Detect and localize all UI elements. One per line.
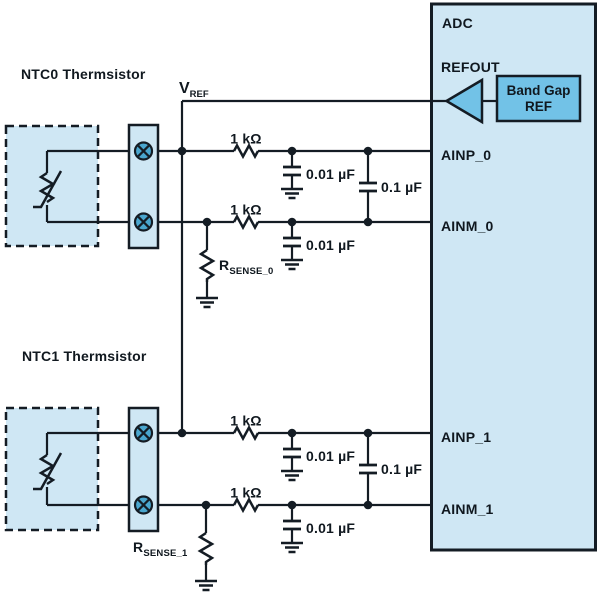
adc-pin-ainp1: AINP_1 — [441, 429, 491, 445]
ainm1-cap-value: 0.01 µF — [306, 520, 355, 536]
ntc0-title: NTC0 Thermsistor — [21, 66, 146, 82]
junction-ainm1-rsense — [201, 500, 211, 510]
ainp0-resistor-value: 1 kΩ — [230, 131, 262, 147]
junction-ainm1-diffcap — [363, 500, 373, 510]
ainp1-cap-ground-icon — [281, 469, 303, 482]
ntc0-thermistor-icon — [33, 149, 129, 224]
ntc1-thermistor-zigzag — [38, 453, 56, 486]
rsense1-label: RSENSE_1 — [133, 539, 188, 559]
ainp1-cap-001: 0.01 µF — [281, 433, 355, 482]
ainm0-resistor-value: 1 kΩ — [230, 202, 262, 218]
rsense0-zigzag-icon — [198, 248, 216, 282]
junction-ainp0-cap — [287, 146, 297, 156]
ainp1-cap-value: 0.01 µF — [306, 448, 355, 464]
ainp0-cap-001: 0.01 µF — [281, 151, 355, 200]
diff-cap-ch1-value: 0.1 µF — [381, 461, 422, 477]
adc-block: ADC REFOUT Band Gap REF AINP_0 AINM_0 AI… — [430, 2, 597, 552]
junction-ainm0-diffcap — [363, 217, 373, 227]
bandgap-ref-box — [495, 74, 582, 123]
ainm0-cap-value: 0.01 µF — [306, 237, 355, 253]
ntc0-thermistor-zigzag — [38, 171, 56, 204]
ntc0-channel: NTC0 Thermsistor 1 kΩ 1 kΩ — [4, 66, 431, 309]
junction-ainm0-rsense — [202, 217, 212, 227]
ntc0-lead-wires — [47, 149, 129, 224]
ntc1-port-bottom-icon — [133, 495, 154, 515]
ainp0-cap-value: 0.01 µF — [306, 166, 355, 182]
junction-ainm0-cap — [287, 217, 297, 227]
ntc1-thermistor-icon — [33, 431, 129, 507]
junction-ainp0-diffcap — [363, 146, 373, 156]
ntc0-port-bottom-icon — [133, 212, 154, 232]
ntc1-port-top-icon — [133, 423, 154, 443]
rsense1-ground-icon — [195, 579, 217, 592]
rsense0-label: RSENSE_0 — [219, 257, 274, 277]
ntc1-lead-wires — [47, 431, 129, 507]
rsense1-resistor: RSENSE_1 — [133, 505, 217, 592]
diff-cap-01-ch0: 0.1 µF — [359, 151, 422, 222]
adc-title: ADC — [442, 15, 473, 31]
junction-ainp1-diffcap — [363, 428, 373, 438]
ainm0-cap-001: 0.01 µF — [281, 222, 355, 271]
rsense0-ground-icon — [196, 296, 218, 309]
ainm0-resistor-icon — [232, 213, 260, 231]
adc-refout-pin-label: REFOUT — [441, 59, 500, 75]
ainp0-resistor-icon — [232, 142, 260, 160]
ainp0-cap-ground-icon — [281, 187, 303, 200]
ntc0-thermistor-diagonal — [33, 170, 63, 209]
junction-ainm1-cap — [287, 500, 297, 510]
refout-buffer-triangle-icon — [444, 77, 484, 125]
bandgap-label-line2: REF — [525, 99, 552, 114]
adc-pin-ainm0: AINM_0 — [441, 218, 494, 234]
ntc1-thermistor-diagonal — [33, 452, 63, 491]
diff-cap-01-ch1: 0.1 µF — [359, 433, 422, 505]
adc-pin-ainp0: AINP_0 — [441, 147, 491, 163]
bandgap-label-line1: Band Gap — [507, 83, 571, 98]
ainp1-resistor-value: 1 kΩ — [230, 413, 262, 429]
vref-net: VREF — [179, 80, 447, 433]
ntc0-port-top-icon — [133, 141, 154, 161]
ntc1-title: NTC1 Thermsistor — [22, 348, 147, 364]
ainm1-cap-001: 0.01 µF — [281, 505, 355, 554]
junction-vref-ainp0 — [177, 146, 187, 156]
ntc1-channel: NTC1 Thermsistor 1 kΩ 1 kΩ — [4, 348, 431, 592]
ainp1-resistor-icon — [232, 424, 260, 442]
vref-label: VREF — [179, 80, 209, 100]
ainm1-resistor-icon — [232, 496, 260, 514]
ainm1-resistor-value: 1 kΩ — [230, 485, 262, 501]
rsense0-resistor: RSENSE_0 — [196, 222, 274, 309]
junction-vref-ainp1 — [177, 428, 187, 438]
adc-pin-ainm1: AINM_1 — [441, 501, 494, 517]
ainm0-cap-ground-icon — [281, 258, 303, 271]
diff-cap-ch0-value: 0.1 µF — [381, 179, 422, 195]
junction-ainp1-cap — [287, 428, 297, 438]
ainm1-cap-ground-icon — [281, 541, 303, 554]
rsense1-zigzag-icon — [197, 531, 215, 565]
